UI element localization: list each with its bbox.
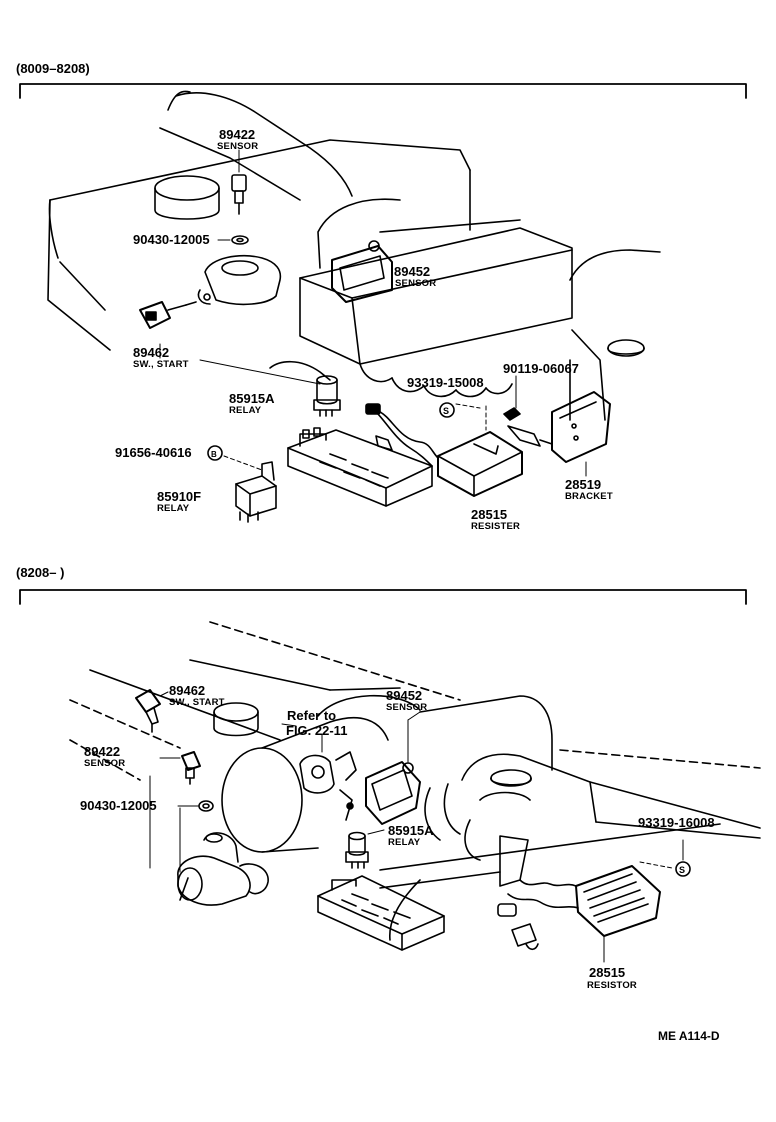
- bottom-89462-switch: [135, 689, 169, 733]
- bottom-junction-block: [317, 875, 445, 951]
- top-90430-number: 90430-12005: [133, 232, 210, 247]
- top-89462-name: SW., START: [133, 359, 189, 370]
- top-28519-name: BRACKET: [565, 491, 613, 502]
- top-85915a-relay: [199, 359, 341, 417]
- top-93319-number: 93319-15008: [407, 375, 484, 390]
- bottom-93319-washer: S: [675, 839, 691, 877]
- bottom-90430-gasket: [177, 800, 214, 812]
- top-89452-name: SENSOR: [395, 278, 437, 289]
- section-2-range: (8208– ): [16, 565, 65, 580]
- top-89422-sensor: [231, 149, 247, 215]
- top-28515-resister: [365, 403, 523, 497]
- bottom-89422-name: SENSOR: [84, 758, 126, 769]
- top-90430-gasket: [217, 235, 249, 245]
- bottom-93319-number: 93319-16008: [638, 815, 715, 830]
- refer-figure-text: FIG. 22-11: [286, 723, 348, 738]
- top-89422-number: 89422: [219, 127, 256, 142]
- bottom-85915a-name: RELAY: [388, 837, 421, 848]
- top-junction-block: [287, 427, 433, 507]
- bottom-90430-number: 90430-12005: [80, 798, 157, 813]
- top-89452-number: 89452: [394, 264, 431, 279]
- top-93319-washer: S: [439, 402, 481, 418]
- top-85910f-number: 85910F: [157, 489, 202, 504]
- bottom-leader-lines: [281, 711, 421, 727]
- bottom-28515-resistor: [497, 835, 673, 963]
- bottom-89422-number: 89422: [84, 744, 121, 759]
- bottom-28515-name: RESISTOR: [587, 980, 637, 991]
- top-engine-block: [47, 90, 661, 421]
- top-28515-number: 28515: [471, 507, 508, 522]
- section-1-bracket: [19, 83, 747, 99]
- top-28515-name: RESISTER: [471, 521, 521, 532]
- bottom-85915a-relay: [345, 829, 385, 869]
- top-28519-bracket: [539, 391, 611, 477]
- top-91656-number: 91656-40616: [115, 445, 192, 460]
- bottom-89452-sensor: [365, 719, 421, 825]
- bottom-89462-number: 89462: [169, 683, 206, 698]
- top-89452-sensor: [331, 240, 393, 303]
- figure-code: ME A114-D: [658, 1029, 720, 1043]
- svg-text:S: S: [443, 406, 449, 416]
- top-90119-number: 90119-06067: [503, 361, 579, 376]
- top-89422-name: SENSOR: [217, 141, 259, 152]
- top-85915a-number: 85915A: [229, 391, 275, 406]
- top-91656-clip: B: [207, 445, 263, 471]
- bottom-89422-sensor: [159, 751, 201, 785]
- top-89462-number: 89462: [133, 345, 170, 360]
- svg-text:B: B: [211, 450, 217, 459]
- bottom-engine-block: [69, 621, 761, 941]
- bottom-89462-name: SW., START: [169, 697, 225, 708]
- bottom-85915a-number: 85915A: [388, 823, 434, 838]
- top-90119-bolt: [503, 375, 541, 447]
- bottom-89452-number: 89452: [386, 688, 423, 703]
- top-89462-switch: [139, 301, 197, 359]
- bottom-oil-cap: [213, 702, 259, 737]
- top-85910f-name: RELAY: [157, 503, 190, 514]
- refer-to-text: Refer to: [287, 708, 337, 723]
- section-1-range: (8009–8208): [16, 61, 90, 76]
- svg-text:S: S: [679, 865, 685, 875]
- top-85915a-name: RELAY: [229, 405, 262, 416]
- top-85910f-relay: [235, 461, 277, 523]
- bottom-28515-number: 28515: [589, 965, 626, 980]
- top-28519-number: 28519: [565, 477, 602, 492]
- section-2-bracket: [19, 589, 747, 605]
- bottom-89452-name: SENSOR: [386, 702, 428, 713]
- bottom-throttle-linkage: [299, 733, 357, 821]
